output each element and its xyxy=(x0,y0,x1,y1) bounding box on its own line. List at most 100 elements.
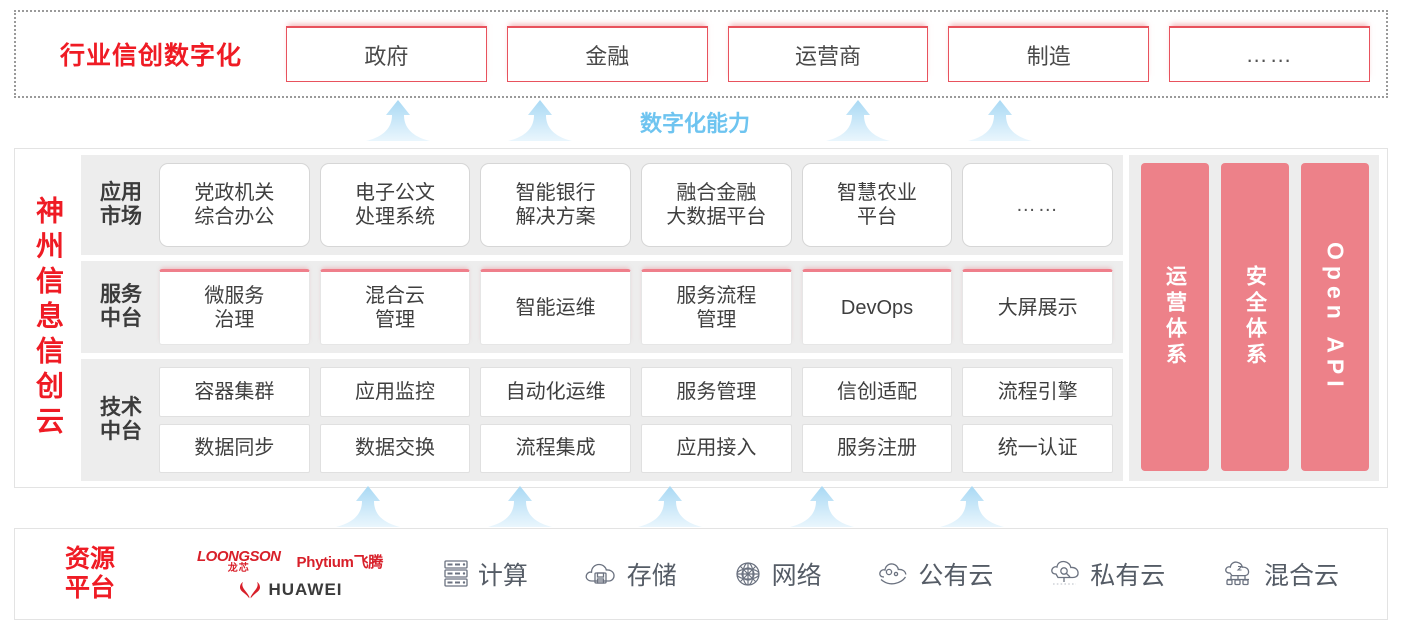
resource-item-label: 网络 xyxy=(771,562,822,590)
layer-cells-app-market: 党政机关综合办公电子公文处理系统智能银行解决方案融合金融大数据平台智慧农业平台 …… xyxy=(159,163,1114,247)
public-cloud-icon xyxy=(877,561,909,587)
layer-label-app-market: 应用市场 xyxy=(91,181,151,229)
vendor-row-top: LOONGSON 龙芯 Phytium飞腾 xyxy=(197,549,383,574)
industry-box-finance[interactable]: 金融 xyxy=(506,26,708,82)
cell-tech-platform[interactable]: 信创适配 xyxy=(801,367,953,417)
digital-capability-arrow-row: 数字化能力 xyxy=(0,98,1402,142)
up-arrow-icon xyxy=(790,486,854,528)
resource-item-public-cloud[interactable]: 公有云 xyxy=(877,556,993,592)
side-box-operations[interactable]: 运营体系 xyxy=(1141,163,1209,471)
industry-box-government[interactable]: 政府 xyxy=(286,26,487,82)
cloud-platform-panel: 神州信息信创云 应用市场党政机关综合办公电子公文处理系统智能银行解决方案融合金融… xyxy=(14,148,1388,488)
network-mesh-icon xyxy=(733,559,763,589)
resource-item-label: 混合云 xyxy=(1264,562,1340,590)
cell-tech-platform[interactable]: 流程集成 xyxy=(480,423,632,473)
huawei-logo-text: HUAWEI xyxy=(268,579,343,599)
resource-item-list: 计算 存储 网络 公有云 私有云 混合云 xyxy=(415,556,1387,592)
cell-service-platform[interactable]: 智能运维 xyxy=(480,269,632,345)
cell-tech-platform[interactable]: 服务注册 xyxy=(801,423,953,473)
resource-item-label: 存储 xyxy=(626,562,677,590)
industry-box-more[interactable]: …… xyxy=(1169,26,1370,82)
industry-box-carrier[interactable]: 运营商 xyxy=(727,26,929,82)
cell-tech-platform[interactable]: 数据同步 xyxy=(159,423,310,473)
loongson-logo: LOONGSON 龙芯 xyxy=(197,549,281,574)
resource-item-label: 公有云 xyxy=(918,562,994,590)
cell-tech-platform[interactable]: 流程引擎 xyxy=(962,367,1114,417)
up-arrow-icon xyxy=(488,486,552,528)
side-box-label: Open API xyxy=(1322,241,1349,393)
cell-app-market[interactable]: 融合金融大数据平台 xyxy=(641,163,792,247)
layer-label-service-platform: 服务中台 xyxy=(91,283,151,331)
cloud-side-column: 运营体系 安全体系 Open API xyxy=(1129,155,1379,481)
layer-label-line1: 应用 xyxy=(100,180,142,204)
huawei-flower-icon xyxy=(238,581,262,599)
cell-app-market[interactable]: 智慧农业平台 xyxy=(801,163,953,247)
layer-label-tech-platform: 技术中台 xyxy=(91,396,151,444)
cell-app-market[interactable]: 智能银行解决方案 xyxy=(480,163,632,247)
layer-label-line2: 中台 xyxy=(100,420,142,443)
private-cloud-icon xyxy=(1049,560,1081,588)
layer-label-line1: 服务 xyxy=(100,282,142,306)
phytium-logo: Phytium飞腾 xyxy=(296,553,384,571)
resource-item-label: 计算 xyxy=(477,562,528,590)
cell-app-market[interactable]: 党政机关综合办公 xyxy=(159,163,310,247)
resource-item-label: 私有云 xyxy=(1090,562,1166,590)
side-box-security[interactable]: 安全体系 xyxy=(1221,163,1289,471)
cloud-layer-app-market: 应用市场党政机关综合办公电子公文处理系统智能银行解决方案融合金融大数据平台智慧农… xyxy=(81,155,1123,255)
cell-app-market[interactable]: 电子公文处理系统 xyxy=(319,163,471,247)
loongson-logo-en: LOONGSON xyxy=(197,547,281,565)
industry-band-title: 行业信创数字化 xyxy=(59,42,242,70)
resource-item-hybrid-cloud[interactable]: 混合云 xyxy=(1221,556,1339,592)
cloud-body: 应用市场党政机关综合办公电子公文处理系统智能银行解决方案融合金融大数据平台智慧农… xyxy=(81,149,1387,487)
cloud-layer-tech-platform: 技术中台容器集群应用监控自动化运维服务管理信创适配流程引擎数据同步数据交换流程集… xyxy=(81,359,1123,481)
layer-label-line1: 技术 xyxy=(100,395,142,419)
huawei-logo: HUAWEI xyxy=(238,580,343,600)
industry-band: 行业信创数字化 政府金融运营商制造 …… xyxy=(14,10,1388,98)
cell-tech-platform[interactable]: 数据交换 xyxy=(319,423,471,473)
resource-platform-title: 资源 平台 xyxy=(15,545,165,603)
up-arrow-icon xyxy=(336,486,400,528)
cloud-layer-list: 应用市场党政机关综合办公电子公文处理系统智能银行解决方案融合金融大数据平台智慧农… xyxy=(81,155,1123,481)
loongson-logo-cn: 龙芯 xyxy=(227,562,250,574)
resource-arrow-row xyxy=(0,484,1402,528)
cell-tech-platform[interactable]: 统一认证 xyxy=(962,423,1114,473)
cell-app-market[interactable]: …… xyxy=(962,163,1114,247)
cloud-storage-icon xyxy=(584,560,618,588)
cell-tech-platform[interactable]: 应用监控 xyxy=(319,367,471,417)
resource-item-network-mesh[interactable]: 网络 xyxy=(733,556,822,592)
side-box-open-api[interactable]: Open API xyxy=(1301,163,1369,471)
cell-tech-platform[interactable]: 自动化运维 xyxy=(480,367,632,417)
side-box-label: 运营体系 xyxy=(1163,265,1187,369)
cell-tech-platform[interactable]: 应用接入 xyxy=(641,423,792,473)
industry-box-manufacturing[interactable]: 制造 xyxy=(948,26,1150,82)
up-arrow-icon xyxy=(968,100,1032,142)
resource-title-line1: 资源 xyxy=(64,545,115,574)
up-arrow-icon xyxy=(940,486,1004,528)
ellipsis-text: …… xyxy=(1015,194,1060,216)
industry-box-list: 政府金融运营商制造 …… xyxy=(286,26,1386,82)
resource-item-cloud-storage[interactable]: 存储 xyxy=(584,556,677,592)
cell-service-platform[interactable]: 大屏展示 xyxy=(962,269,1114,345)
up-arrow-icon xyxy=(826,100,890,142)
resource-item-server-rack[interactable]: 计算 xyxy=(443,556,528,592)
cell-row: 数据同步数据交换流程集成应用接入服务注册统一认证 xyxy=(159,423,1114,473)
hybrid-cloud-icon xyxy=(1221,560,1255,588)
side-box-label: 安全体系 xyxy=(1243,265,1267,369)
cell-tech-platform[interactable]: 容器集群 xyxy=(159,367,310,417)
cloud-vertical-title: 神州信息信创云 xyxy=(15,149,81,487)
cell-service-platform[interactable]: DevOps xyxy=(801,269,953,345)
resource-item-private-cloud[interactable]: 私有云 xyxy=(1049,556,1165,592)
cell-tech-platform[interactable]: 服务管理 xyxy=(641,367,792,417)
vendor-logo-group: LOONGSON 龙芯 Phytium飞腾 HUAWEI xyxy=(165,549,415,600)
resource-platform-panel: 资源 平台 LOONGSON 龙芯 Phytium飞腾 xyxy=(14,528,1388,620)
cell-service-platform[interactable]: 服务流程管理 xyxy=(641,269,792,345)
up-arrow-icon xyxy=(638,486,702,528)
cell-service-platform[interactable]: 混合云管理 xyxy=(319,269,471,345)
up-arrow-icon xyxy=(508,100,572,142)
vendor-row-bottom: HUAWEI xyxy=(238,580,343,600)
server-rack-icon xyxy=(443,559,469,589)
cell-service-platform[interactable]: 微服务治理 xyxy=(159,269,310,345)
